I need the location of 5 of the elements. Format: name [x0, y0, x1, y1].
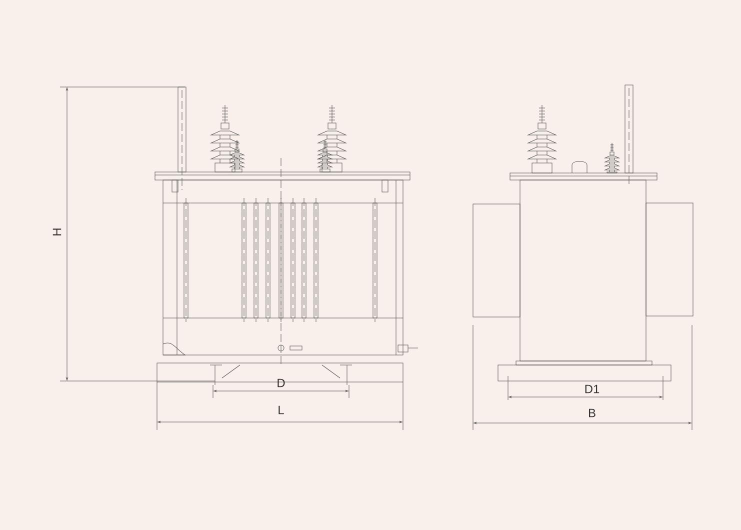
dimension-label: H [52, 228, 62, 236]
dimension-label: L [278, 406, 284, 414]
dimension-label: D [278, 378, 285, 388]
dimension-label: D1 [585, 384, 600, 394]
dimension-label: B [589, 408, 596, 418]
